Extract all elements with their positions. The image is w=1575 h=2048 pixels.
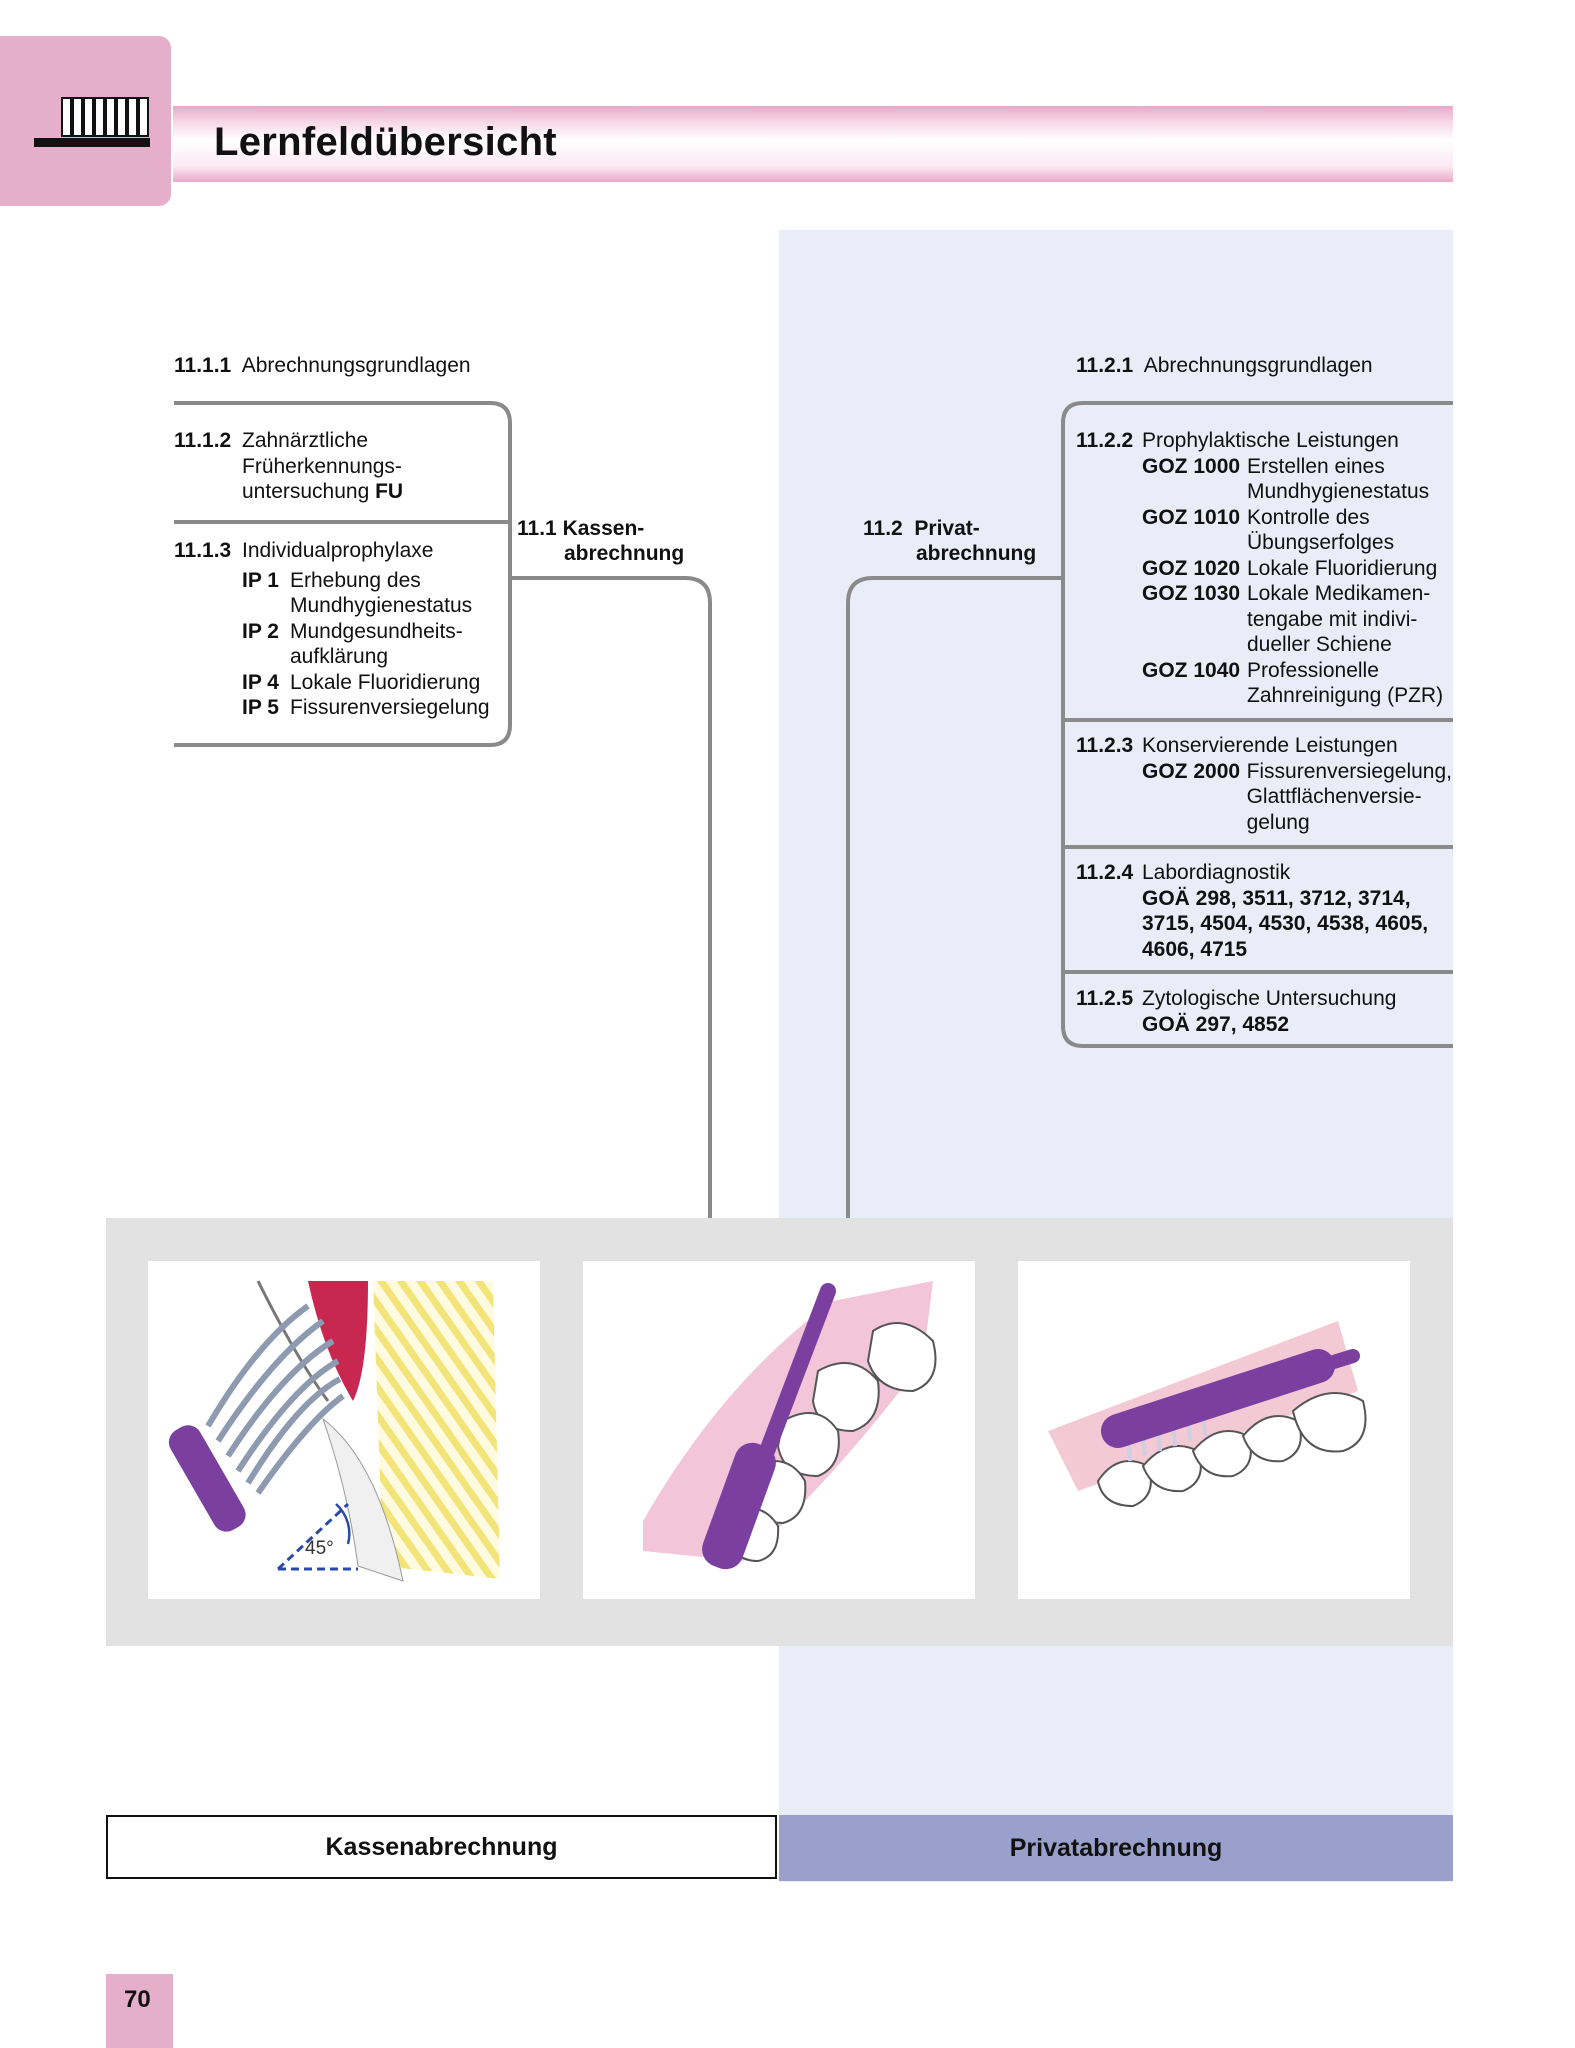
- ip-code: IP 5: [242, 696, 279, 719]
- ip-text: aufklärung: [290, 645, 389, 668]
- section-title: abrechnung: [564, 542, 685, 565]
- ip-text: Mundgesundheits-: [290, 619, 463, 643]
- goa-codes: 3715, 4504, 4530, 4538, 4605,: [1142, 912, 1429, 935]
- section-number: 11.2: [863, 517, 903, 540]
- illustration-brush-45-degree: 45°: [148, 1261, 540, 1599]
- goz-code: GOZ 1020: [1142, 556, 1241, 580]
- ip-text: Erhebung des: [290, 568, 421, 592]
- entry-11-1-2: 11.1.2 Zahnärztliche Früherkennungs- unt…: [174, 428, 504, 505]
- entry-number: 11.2.1: [1076, 354, 1134, 377]
- illustration-brush-chewing-surface: [1018, 1261, 1410, 1599]
- ip-item: IP 5 Fissurenversiegelung: [242, 695, 504, 721]
- ip-code: IP 2: [242, 619, 279, 643]
- fu-code: FU: [375, 480, 404, 503]
- entry-11-1-1: 11.1.1 Abrechnungsgrundlagen: [174, 353, 471, 379]
- entry-title: Abrechnungsgrundlagen: [241, 354, 471, 377]
- entry-number: 11.2.4: [1076, 861, 1134, 884]
- goz-text: dueller Schiene: [1247, 633, 1392, 656]
- ip-text: Mundhygienestatus: [290, 594, 473, 617]
- entry-line: Früherkennungs-: [242, 454, 402, 478]
- goz-text: Übungserfolges: [1247, 531, 1395, 554]
- entry-title: Konservierende Leistungen: [1142, 734, 1398, 757]
- entry-11-2-1: 11.2.1 Abrechnungsgrundlagen: [1076, 353, 1373, 379]
- entry-title: Individualprophylaxe: [242, 539, 434, 562]
- goz-code: GOZ 1030: [1142, 582, 1241, 605]
- page-title: Lernfeldübersicht: [214, 120, 557, 164]
- entry-11-2-3: 11.2.3 Konservierende Leistungen GOZ 200…: [1076, 733, 1452, 835]
- goz-text: Erstellen eines: [1247, 454, 1385, 478]
- goz-code: GOZ 1040: [1142, 658, 1241, 682]
- tab-privatabrechnung: Privatabrechnung: [779, 1815, 1453, 1881]
- entry-11-2-5: 11.2.5 Zytologische Untersuchung GOÄ 297…: [1076, 986, 1452, 1037]
- section-heading-privat: 11.2 Privat- abrechnung: [863, 516, 1036, 566]
- angle-label: 45°: [305, 1538, 334, 1559]
- goz-code: GOZ 1000: [1142, 454, 1241, 478]
- goz-text: Mundhygienestatus: [1247, 480, 1430, 503]
- section-title: abrechnung: [916, 542, 1037, 565]
- goz-code: GOZ 2000: [1142, 759, 1241, 783]
- title-bar: [173, 106, 1453, 182]
- entry-number: 11.2.5: [1076, 987, 1134, 1010]
- goa-codes: GOÄ 297, 4852: [1142, 1012, 1290, 1036]
- entry-title: Labordiagnostik: [1142, 861, 1291, 884]
- entry-number: 11.2.3: [1076, 734, 1134, 757]
- ip-code: IP 1: [242, 568, 279, 592]
- goa-codes: GOÄ 298, 3511, 3712, 3714,: [1142, 886, 1411, 910]
- goa-codes: 4606, 4715: [1142, 937, 1248, 961]
- ip-text: Lokale Fluoridierung: [290, 670, 481, 694]
- page-number: 70: [106, 1974, 173, 2048]
- entry-line: untersuchung: [242, 480, 370, 503]
- ip-text: Fissurenversiegelung: [290, 696, 490, 719]
- goz-text: gelung: [1246, 810, 1310, 834]
- tab-kassenabrechnung: Kassenabrechnung: [106, 1815, 777, 1879]
- goz-text: Lokale Fluoridierung: [1247, 556, 1438, 580]
- entry-number: 11.1.3: [174, 539, 232, 562]
- entry-title: Zytologische Untersuchung: [1142, 987, 1397, 1010]
- goz-item: GOZ 1030 Lokale Medikamen-tengabe mit ind…: [1142, 581, 1452, 658]
- goz-text: Fissurenversiegelung,: [1246, 759, 1452, 783]
- toothbrush-icon: [34, 97, 150, 147]
- entry-title: Abrechnungsgrundlagen: [1143, 354, 1373, 377]
- entry-number: 11.1.2: [174, 429, 232, 452]
- entry-line: Zahnärztliche: [242, 429, 369, 452]
- entry-number: 11.1.1: [174, 354, 232, 377]
- goz-text: tengabe mit indivi-: [1247, 607, 1418, 631]
- ip-item: IP 4 Lokale Fluoridierung: [242, 670, 504, 696]
- entry-number: 11.2.2: [1076, 429, 1134, 452]
- entry-11-2-4: 11.2.4 Labordiagnostik GOÄ 298, 3511, 37…: [1076, 860, 1452, 962]
- goz-text: Zahnreinigung (PZR): [1247, 684, 1444, 707]
- entry-title: Prophylaktische Leistungen: [1142, 429, 1399, 452]
- goz-text: Glattflächenversie-: [1246, 785, 1422, 808]
- chapter-tab: [0, 36, 171, 206]
- ip-code: IP 4: [242, 670, 279, 694]
- goz-code: GOZ 1010: [1142, 505, 1241, 529]
- entry-11-2-2: 11.2.2 Prophylaktische Leistungen GOZ 10…: [1076, 428, 1452, 709]
- ip-item: IP 2 Mundgesundheits-aufklärung: [242, 619, 504, 670]
- goz-text: Kontrolle des: [1247, 505, 1370, 529]
- section-title: Kassen-: [562, 517, 645, 540]
- section-number: 11.1: [517, 517, 557, 540]
- section-heading-kasse: 11.1 Kassen- abrechnung: [517, 516, 684, 566]
- goz-text: Lokale Medikamen-: [1247, 582, 1431, 605]
- entry-11-1-3: 11.1.3 Individualprophylaxe IP 1 Erhebun…: [174, 538, 504, 721]
- illustration-brush-inner-teeth: [583, 1261, 975, 1599]
- goz-text: Professionelle: [1247, 658, 1379, 682]
- section-title: Privat-: [914, 517, 980, 540]
